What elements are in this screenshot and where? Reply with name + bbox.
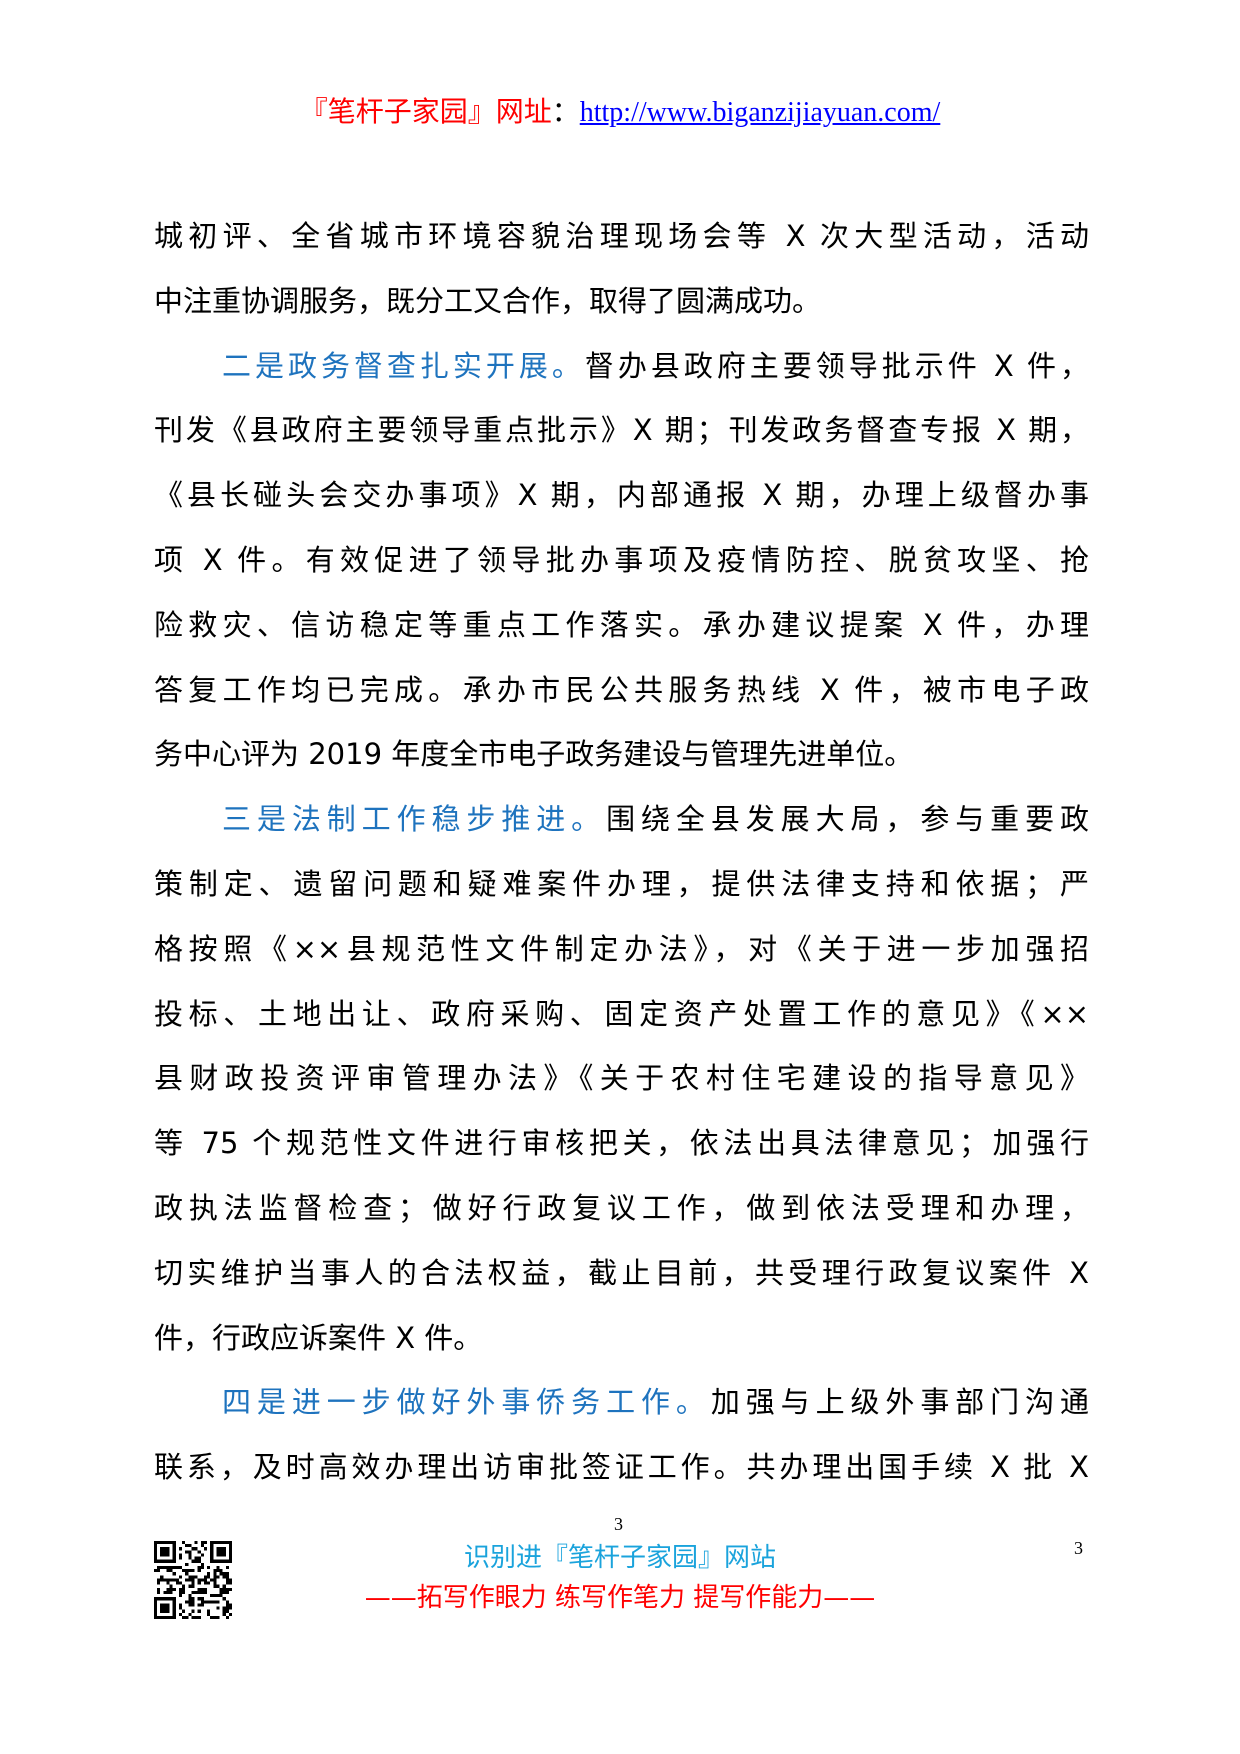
- site-url-link[interactable]: http://www.biganzijiayuan.com/: [579, 97, 941, 128]
- section-heading: 三是法制工作稳步推进。: [222, 802, 607, 837]
- line-text: 务中心评为 2019 年度全市电子政务建设与管理先进单位。: [154, 737, 914, 772]
- line-text: 格按照《××县规范性文件制定办法》，对《关于进一步加强招: [154, 931, 1089, 966]
- text-line: 城初评、全省城市环境容貌治理现场会等 X 次大型活动，活动: [154, 216, 1089, 256]
- text-line: 联系，及时高效办理出访审批签证工作。共办理出国手续 X 批 X: [154, 1447, 1089, 1487]
- section-heading: 四是进一步做好外事侨务工作。: [222, 1385, 711, 1420]
- text-line: 格按照《××县规范性文件制定办法》，对《关于进一步加强招: [154, 929, 1089, 969]
- text-line: 件，行政应诉案件 X 件。: [154, 1318, 1089, 1358]
- text-line: 切实维护当事人的合法权益，截止目前，共受理行政复议案件 X: [154, 1253, 1089, 1293]
- page-number: 3: [1074, 1538, 1083, 1558]
- text-line: 投标、土地出让、政府采购、固定资产处置工作的意见》《××: [154, 994, 1089, 1034]
- line-text: 围绕全县发展大局，参与重要政: [606, 802, 1089, 837]
- line-text: 《县长碰头会交办事项》X 期，内部通报 X 期，办理上级督办事: [154, 478, 1089, 513]
- site-name: 『笔杆子家园』网址: [299, 95, 552, 128]
- line-text: 策制定、遗留问题和疑难案件办理，提供法律支持和依据；严: [154, 867, 1089, 901]
- page-header: 『笔杆子家园』网址：http://www.biganzijiayuan.com/: [0, 92, 1240, 133]
- text-line: 县财政投资评审管理办法》《关于农村住宅建设的指导意见》: [154, 1058, 1089, 1098]
- text-line: 策制定、遗留问题和疑难案件办理，提供法律支持和依据；严: [154, 864, 1089, 904]
- text-line: 险救灾、信访稳定等重点工作落实。承办建议提案 X 件，办理: [154, 605, 1089, 645]
- header-separator: ：: [551, 95, 580, 128]
- line-text: 险救灾、信访稳定等重点工作落实。承办建议提案 X 件，办理: [154, 607, 1089, 642]
- footer-slogan-2: ——拓写作眼力 练写作笔力 提写作能力——: [364, 1583, 876, 1613]
- footer-slogan-1: 识别进『笔杆子家园』网站: [463, 1543, 777, 1573]
- line-text: 切实维护当事人的合法权益，截止目前，共受理行政复议案件 X: [154, 1255, 1089, 1290]
- line-text: 督办县政府主要领导批示件 X 件，: [584, 348, 1089, 383]
- text-line: 务中心评为 2019 年度全市电子政务建设与管理先进单位。: [154, 734, 1089, 774]
- line-text: 刊发《县政府主要领导重点批示》X 期；刊发政务督查专报 X 期，: [154, 413, 1089, 448]
- qr-code-icon: [154, 1541, 232, 1619]
- line-text: 件，行政应诉案件 X 件。: [154, 1320, 483, 1355]
- text-line: 《县长碰头会交办事项》X 期，内部通报 X 期，办理上级督办事: [154, 475, 1089, 515]
- text-line: 政执法监督检查；做好行政复议工作，做到依法受理和办理，: [154, 1188, 1089, 1228]
- text-line: 二是政务督查扎实开展。督办县政府主要领导批示件 X 件，: [154, 346, 1089, 386]
- text-line: 中注重协调服务，既分工又合作，取得了圆满成功。: [154, 281, 1089, 321]
- line-text: 政执法监督检查；做好行政复议工作，做到依法受理和办理，: [154, 1191, 1089, 1225]
- line-text: 中注重协调服务，既分工又合作，取得了圆满成功。: [154, 283, 822, 318]
- text-line: 三是法制工作稳步推进。围绕全县发展大局，参与重要政: [154, 799, 1089, 839]
- text-line: 等 75 个规范性文件进行审核把关，依法出具法律意见；加强行: [154, 1123, 1089, 1163]
- page-number-overlay: 3: [614, 1514, 623, 1534]
- line-text: 加强与上级外事部门沟通: [710, 1385, 1089, 1420]
- text-line: 项 X 件。有效促进了领导批办事项及疫情防控、脱贫攻坚、抢: [154, 540, 1089, 580]
- line-text: 联系，及时高效办理出访审批签证工作。共办理出国手续 X 批 X: [154, 1450, 1089, 1485]
- line-text: 等 75 个规范性文件进行审核把关，依法出具法律意见；加强行: [154, 1126, 1089, 1161]
- section-heading: 二是政务督查扎实开展。: [222, 348, 585, 383]
- text-line: 四是进一步做好外事侨务工作。加强与上级外事部门沟通: [154, 1382, 1089, 1422]
- line-text: 投标、土地出让、政府采购、固定资产处置工作的意见》《××: [154, 996, 1089, 1031]
- line-text: 项 X 件。有效促进了领导批办事项及疫情防控、脱贫攻坚、抢: [154, 543, 1089, 577]
- line-text: 县财政投资评审管理办法》《关于农村住宅建设的指导意见》: [154, 1061, 1089, 1096]
- text-line: 刊发《县政府主要领导重点批示》X 期；刊发政务督查专报 X 期，: [154, 410, 1089, 450]
- line-text: 答复工作均已完成。承办市民公共服务热线 X 件，被市电子政: [154, 672, 1089, 707]
- line-text: 城初评、全省城市环境容貌治理现场会等 X 次大型活动，活动: [154, 219, 1089, 253]
- text-line: 答复工作均已完成。承办市民公共服务热线 X 件，被市电子政: [154, 670, 1089, 710]
